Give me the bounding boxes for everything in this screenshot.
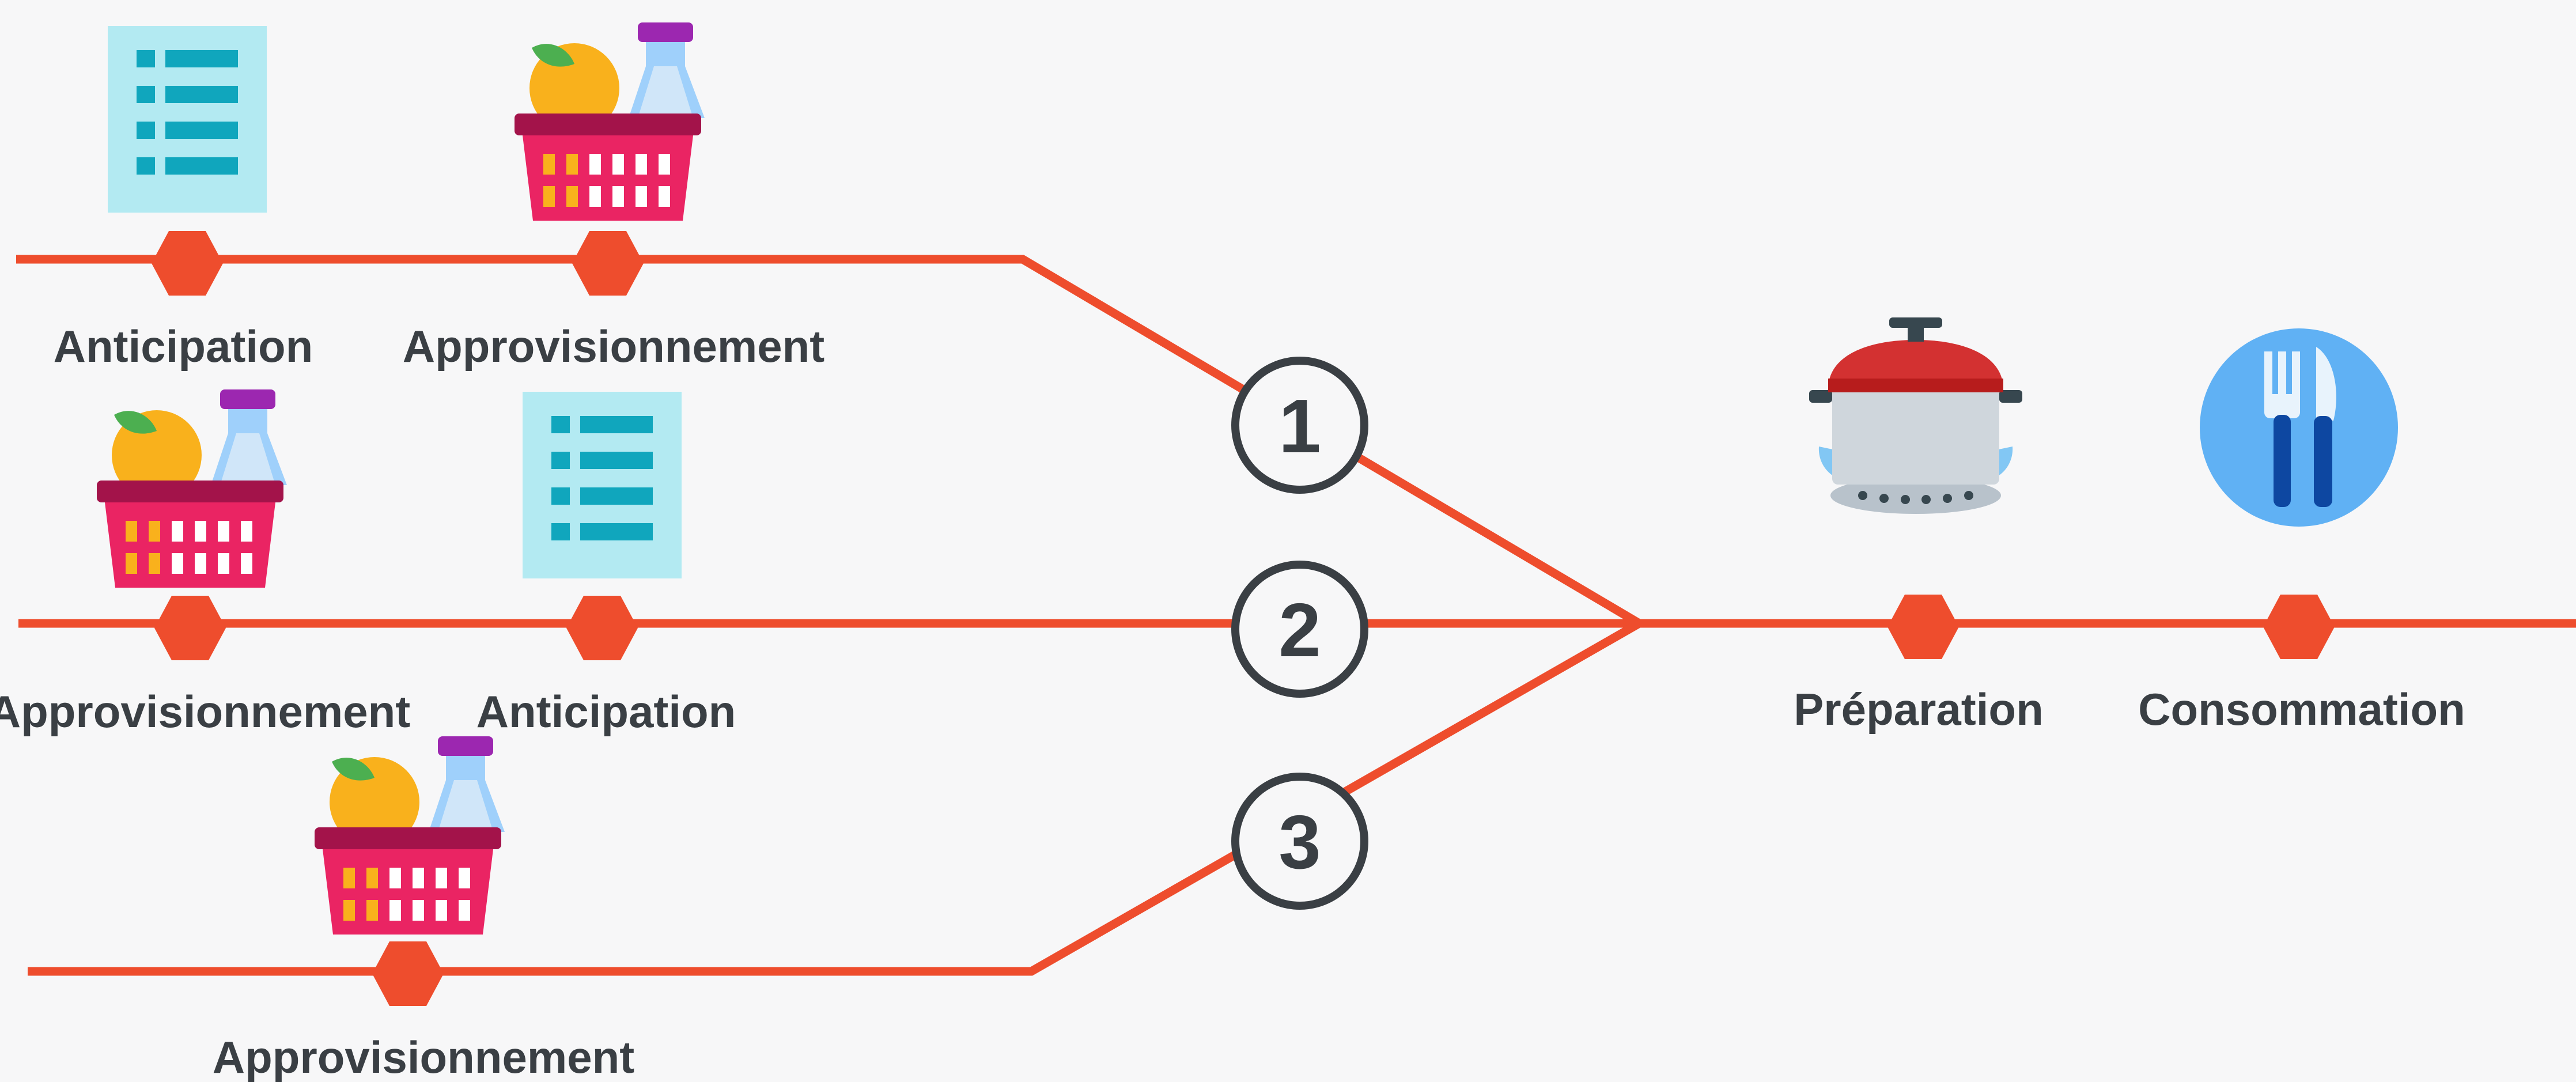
grocery-basket-icon <box>97 389 287 588</box>
track-path-3 <box>28 619 1641 976</box>
step-label-row2-approvisionnement: Approvisionnement <box>0 686 410 737</box>
step-label-consommation: Consommation <box>2138 684 2465 735</box>
grocery-basket-icon <box>515 22 705 221</box>
checklist-icon <box>108 26 267 213</box>
path-number-1: 1 <box>1231 357 1368 494</box>
cooking-pot-icon <box>1809 317 2022 514</box>
marker-merge-step1 <box>1887 595 1959 659</box>
step-label-row2-anticipation: Anticipation <box>476 686 736 737</box>
grocery-basket-icon <box>315 736 505 935</box>
marker-merge-step2 <box>2263 595 2335 659</box>
path-number-2-label: 2 <box>1278 588 1321 672</box>
marker-row2-step1 <box>154 596 226 660</box>
marker-row1-step2 <box>572 231 644 296</box>
step-label-row1-approvisionnement: Approvisionnement <box>403 321 824 372</box>
path-number-3-label: 3 <box>1278 800 1321 884</box>
checklist-icon <box>523 392 682 578</box>
path-number-2: 2 <box>1231 561 1368 698</box>
track-path-1 <box>16 255 1641 627</box>
marker-row3-step1 <box>372 941 444 1006</box>
marker-row1-step1 <box>152 231 223 296</box>
fork-knife-icon <box>2200 328 2398 527</box>
path-number-3: 3 <box>1231 773 1368 910</box>
step-label-row3-approvisionnement: Approvisionnement <box>213 1032 634 1082</box>
marker-row2-step2 <box>566 596 638 660</box>
step-label-preparation: Préparation <box>1794 684 2043 735</box>
path-number-1-label: 1 <box>1278 384 1321 468</box>
step-label-row1-anticipation: Anticipation <box>54 321 313 372</box>
